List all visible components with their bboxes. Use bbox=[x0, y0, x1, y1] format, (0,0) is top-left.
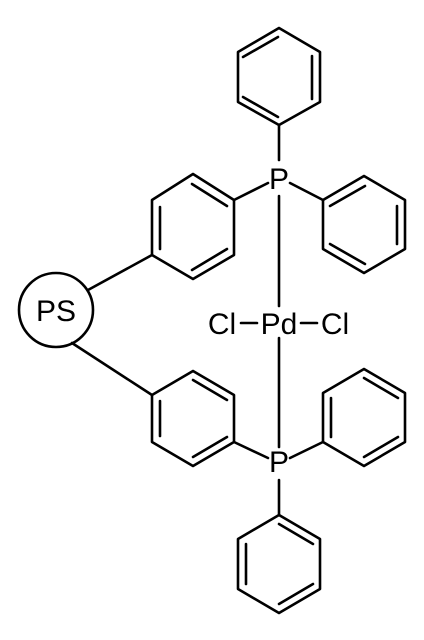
lower-p-phenyl-right bbox=[321, 367, 407, 468]
phosphorus-top: P bbox=[269, 163, 289, 196]
support-label: PS bbox=[36, 295, 76, 328]
upper-aryl-ring bbox=[150, 172, 236, 281]
bond-lower-aryl-to-p bbox=[232, 440, 270, 460]
lower-aryl-ring bbox=[150, 369, 236, 468]
lower-p-phenyl-bottom bbox=[236, 513, 322, 615]
bond-support-to-lower-aryl bbox=[70, 341, 154, 397]
phosphorus-bottom: P bbox=[269, 446, 289, 479]
bond-p-top-to-phenyl-b bbox=[288, 181, 325, 202]
chlorine-left: Cl bbox=[208, 308, 236, 341]
bond-p-bottom-to-phenyl-a bbox=[288, 440, 325, 460]
bond-support-to-upper-aryl bbox=[86, 253, 154, 292]
chlorine-right: Cl bbox=[321, 308, 349, 341]
palladium: Pd bbox=[261, 308, 298, 341]
bond-upper-aryl-to-p bbox=[232, 181, 270, 202]
upper-p-phenyl-right bbox=[321, 174, 407, 275]
polystyrene-support-circle bbox=[17, 271, 95, 349]
upper-p-phenyl-top bbox=[236, 26, 322, 127]
